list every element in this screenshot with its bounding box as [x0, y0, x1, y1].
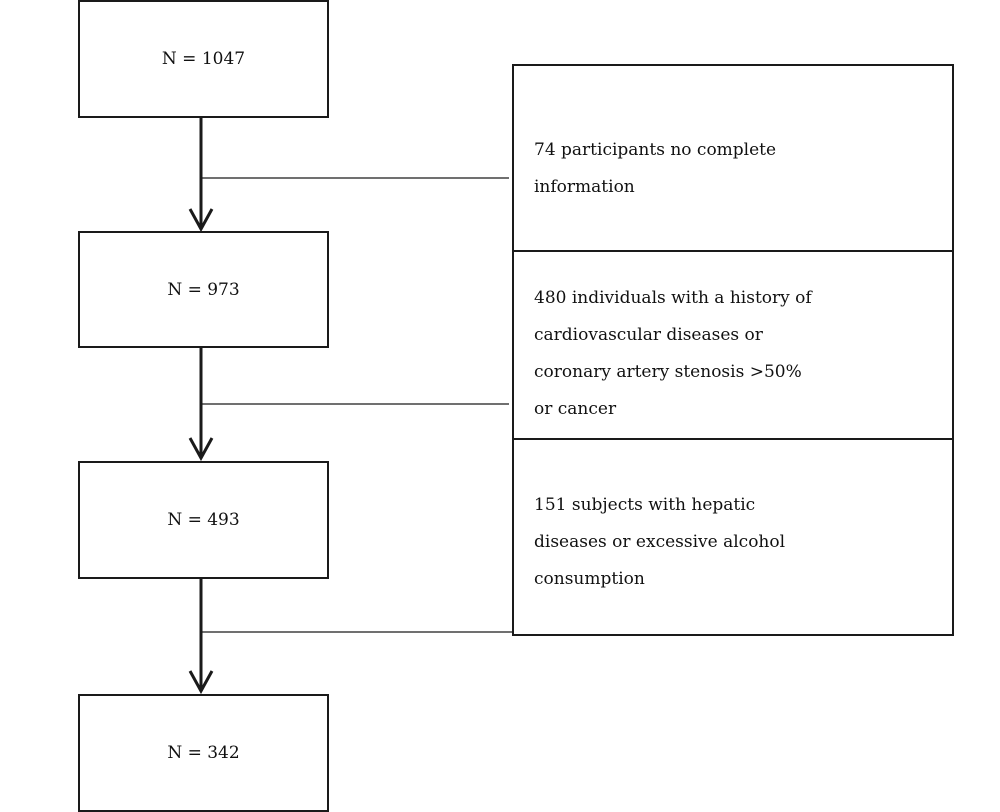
exclusion-box-incomplete-info: 74 participants no complete information — [512, 64, 954, 252]
exclusion-text-line: 480 individuals with a history of — [534, 288, 812, 308]
arrow-3 — [188, 579, 214, 695]
count-label: N = 493 — [167, 510, 240, 530]
arrow-2 — [188, 348, 214, 462]
exclusion-text-line: diseases or excessive alcohol — [534, 532, 786, 552]
count-box-973: N = 973 — [78, 231, 329, 348]
count-box-493: N = 493 — [78, 461, 329, 579]
exclusion-text-line: 74 participants no complete — [534, 140, 777, 160]
exclusion-text-line: consumption — [534, 569, 645, 589]
exclusion-box-cardiovascular: 480 individuals with a history of cardio… — [512, 250, 954, 440]
arrow-1 — [188, 118, 214, 233]
count-box-1047: N = 1047 — [78, 0, 329, 118]
exclusion-text-line: coronary artery stenosis >50% — [534, 362, 802, 382]
count-label: N = 1047 — [161, 49, 246, 69]
exclusion-text-line: or cancer — [534, 399, 617, 419]
exclusion-text-line: cardiovascular diseases or — [534, 325, 763, 345]
count-box-342: N = 342 — [78, 694, 329, 812]
exclusion-box-hepatic: 151 subjects with hepatic diseases or ex… — [512, 438, 954, 636]
count-label: N = 973 — [167, 279, 240, 300]
exclusion-text-line: 151 subjects with hepatic — [534, 495, 756, 515]
count-label: N = 342 — [167, 743, 240, 763]
exclusion-text-line: information — [534, 177, 635, 197]
